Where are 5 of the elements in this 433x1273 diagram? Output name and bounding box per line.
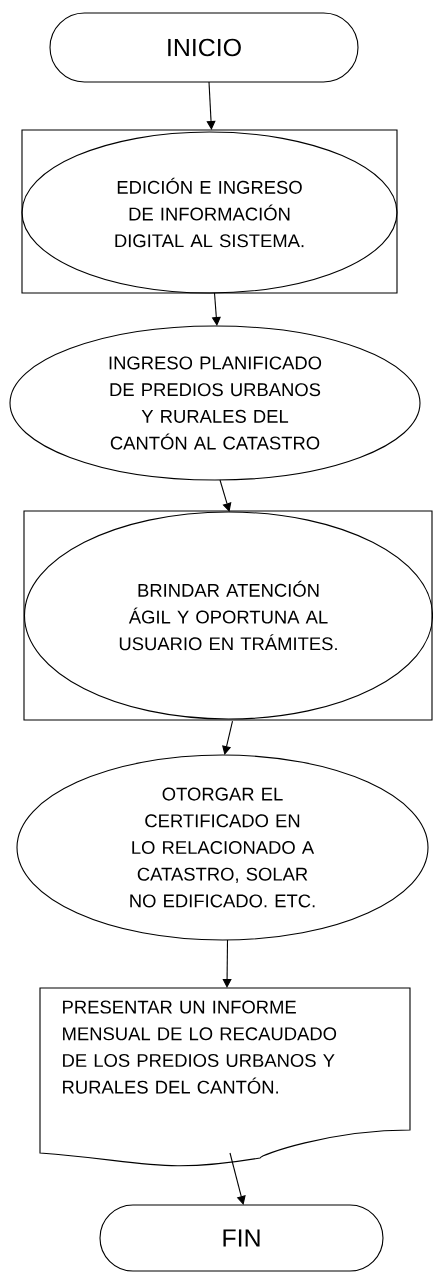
arrow bbox=[222, 720, 234, 755]
arrow bbox=[206, 81, 216, 130]
arrow bbox=[219, 479, 232, 512]
arrow bbox=[222, 939, 232, 988]
arrow bbox=[229, 1152, 246, 1205]
